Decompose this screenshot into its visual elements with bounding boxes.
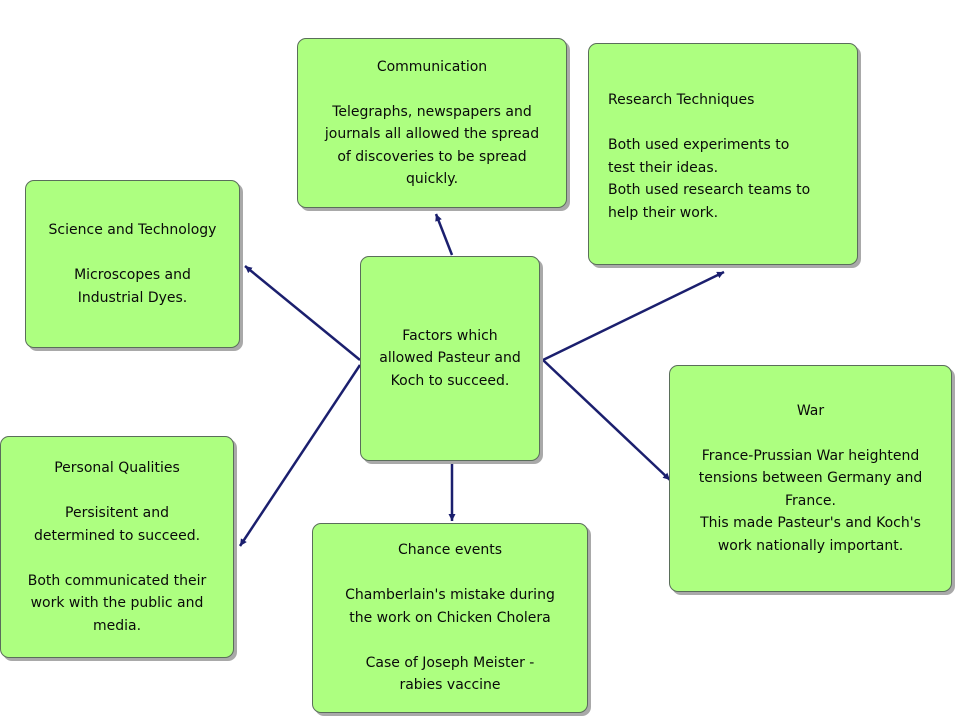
personal-text-line: media. — [92, 617, 142, 634]
science-text-line: Microscopes and — [74, 267, 191, 283]
personal-text-line: determined to succeed. — [33, 527, 201, 544]
center-text-line: Koch to succeed. — [390, 372, 510, 389]
personal-text-line: work with the public and — [30, 595, 204, 611]
war-title: War — [796, 402, 825, 419]
center-title: Factors which — [402, 327, 498, 344]
research-title: Research Techniques — [608, 92, 755, 108]
communication-text-line: journals all allowed the spread — [324, 126, 540, 142]
arrow-to-science — [244, 265, 361, 361]
war-text-line: tensions between Germany and — [698, 470, 923, 487]
chance-text-line: Case of Joseph Meister - — [365, 654, 535, 671]
research-text-line — [608, 112, 847, 135]
research-text-line: test their ideas. — [608, 159, 719, 176]
chance-text-line: the work on Chicken Cholera — [349, 609, 551, 626]
arrow-to-personal — [238, 364, 362, 547]
science-text-line — [36, 242, 229, 265]
war-text-line: This made Pasteur's and Koch's — [700, 515, 921, 532]
chance-text-line: Chamberlain's mistake during — [345, 587, 555, 604]
personal-text-line: Both communicated their — [27, 572, 207, 589]
communication-text-line: Telegraphs, newspapers and — [332, 103, 532, 120]
communication-text-line — [308, 78, 556, 101]
chance-text-line: rabies vaccine — [399, 677, 501, 694]
chance-text-line — [323, 629, 577, 652]
personal-text-line — [11, 480, 223, 503]
science-text-line: Industrial Dyes. — [77, 289, 188, 306]
center-text-line: allowed Pasteur and — [379, 350, 521, 367]
personal-text-line — [11, 547, 223, 570]
science-title: Science and Technology — [48, 222, 217, 238]
communication-text-line: quickly. — [405, 171, 459, 187]
war-text-line: work nationally important. — [717, 537, 904, 554]
research-text-line: help their work. — [608, 204, 719, 221]
arrow-to-research — [542, 270, 725, 362]
communication-title: Communication — [376, 58, 488, 75]
personal-title: Personal Qualities — [54, 460, 180, 476]
arrow-to-war — [542, 359, 671, 481]
personal-text-line: Persisitent and — [65, 505, 169, 521]
research-text-line: Both used research teams to — [608, 182, 811, 198]
communication-text-line: of discoveries to be spread — [337, 148, 527, 165]
war-text-line: France-Prussian War heightend — [701, 447, 920, 464]
chance-title: Chance events — [397, 542, 503, 559]
chance-text-line — [323, 562, 577, 585]
research-text-line: Both used experiments to — [608, 137, 790, 153]
war-text-line — [680, 422, 941, 445]
war-text-line: France. — [784, 492, 836, 509]
arrow-to-communication — [434, 213, 454, 256]
